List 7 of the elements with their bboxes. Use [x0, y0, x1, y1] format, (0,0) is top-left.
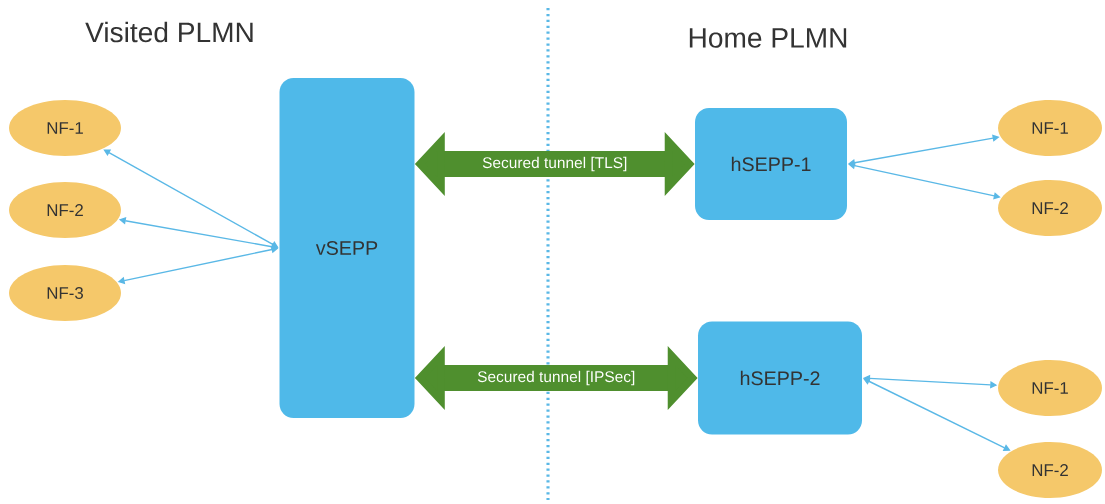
region-title: Visited PLMN	[85, 21, 253, 43]
edge-label: Secured tunnel [TLS]	[482, 156, 627, 172]
sepp-box: vSEPP	[279, 78, 415, 418]
region-title: Home PLMN	[689, 28, 847, 48]
sepp-box: hSEPP-1	[695, 108, 847, 220]
sepp-box: hSEPP-2	[698, 321, 862, 435]
edge-label: Secured tunnel [IPSec]	[477, 370, 635, 386]
